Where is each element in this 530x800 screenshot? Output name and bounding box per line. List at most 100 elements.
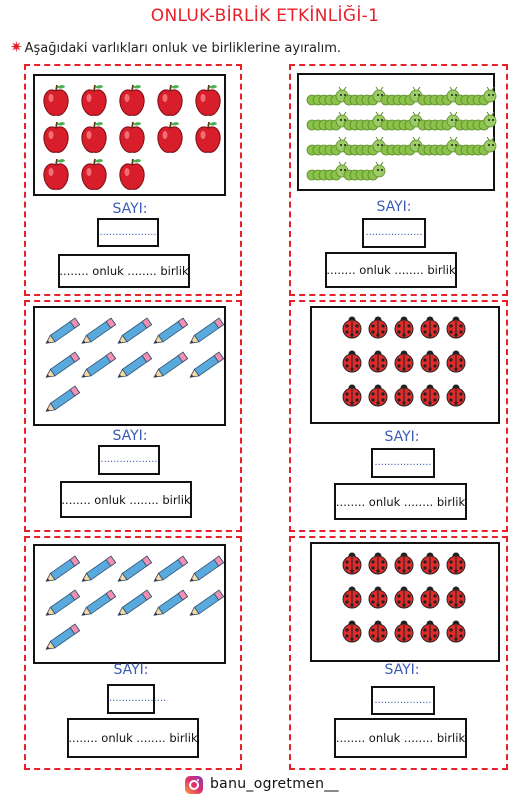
caterpillar-icon [417, 136, 460, 156]
answer-blank: .................. [100, 454, 158, 465]
ladybug-icon [394, 350, 414, 373]
pencil-icon [81, 589, 117, 616]
caterpillar-icon [417, 86, 460, 106]
pencil-icon [45, 555, 81, 582]
ladybug-icon [446, 586, 466, 609]
apple-icon [119, 121, 145, 153]
ladybug-icon [368, 384, 388, 407]
caterpillar-icon [380, 136, 423, 156]
ladybug-icon [368, 552, 388, 575]
pencil-icon [153, 351, 189, 378]
onluk-birlik-box[interactable]: ........ onluk ........ birlik [334, 483, 467, 520]
caterpillar-icon [343, 111, 386, 131]
ladybug-icon [394, 620, 414, 643]
pencil-icon [117, 555, 153, 582]
onluk-birlik-box[interactable]: ........ onluk ........ birlik [60, 481, 192, 518]
answer-blank: .................. [374, 457, 432, 468]
onluk-birlik-box[interactable]: ........ onluk ........ birlik [58, 254, 190, 288]
sayi-label: SAYI: [113, 662, 149, 678]
instruction-text: Aşağıdaki varlıkları onluk ve birlikleri… [24, 41, 342, 56]
sayi-label: SAYI: [112, 201, 148, 217]
answer-blank: .................. [99, 227, 157, 238]
ladybug-icon [394, 384, 414, 407]
sayi-label: SAYI: [112, 428, 148, 444]
caterpillar-icon [454, 86, 497, 106]
apple-icon [157, 121, 183, 153]
answer-box[interactable]: .................. [371, 686, 435, 715]
answer-box[interactable]: .................. [97, 218, 159, 247]
apple-icon [195, 121, 221, 153]
pencil-icon [189, 351, 225, 378]
ladybug-icon [342, 586, 362, 609]
instagram-icon [185, 776, 203, 794]
ladybug-icon [420, 552, 440, 575]
pencil-icon [189, 589, 225, 616]
picture-pencils [33, 306, 226, 426]
answer-blank: .................. [109, 693, 167, 704]
picture-ladybugs [310, 306, 500, 424]
apple-icon [43, 158, 69, 190]
ladybug-icon [394, 552, 414, 575]
apple-icon [81, 84, 107, 116]
onluk-birlik-text: ........ onluk ........ birlik [335, 494, 466, 509]
card-caterpillars [289, 64, 508, 296]
pencil-icon [45, 589, 81, 616]
picture-pencils [33, 544, 226, 664]
pencil-icon [45, 385, 81, 412]
ladybug-icon [342, 350, 362, 373]
onluk-birlik-text: ........ onluk ........ birlik [326, 263, 456, 277]
pencil-icon [117, 351, 153, 378]
onluk-birlik-text: ........ onluk ........ birlik [59, 264, 189, 278]
caterpillar-icon [306, 86, 349, 106]
caterpillar-icon [380, 111, 423, 131]
pencil-icon [153, 589, 189, 616]
caterpillar-icon [454, 111, 497, 131]
onluk-birlik-box[interactable]: ........ onluk ........ birlik [67, 718, 199, 758]
ladybug-icon [446, 316, 466, 339]
instagram-handle: banu_ogretmen__ [210, 776, 339, 792]
ladybug-icon [446, 620, 466, 643]
pencil-icon [45, 623, 81, 650]
ladybugs-group [342, 316, 466, 407]
ladybug-icon [342, 384, 362, 407]
pencil-icon [153, 317, 189, 344]
caterpillar-icon [306, 111, 349, 131]
caterpillar-icon [306, 161, 349, 181]
caterpillar-icon [343, 136, 386, 156]
apple-icon [81, 121, 107, 153]
pencil-icon [81, 555, 117, 582]
caterpillars-group [306, 86, 497, 181]
apple-icon [43, 84, 69, 116]
sayi-label: SAYI: [376, 199, 412, 215]
pencils-group [45, 317, 225, 412]
picture-caterpillars [297, 73, 497, 191]
caterpillar-icon [343, 86, 386, 106]
pencil-icon [45, 351, 81, 378]
onluk-birlik-box[interactable]: ........ onluk ........ birlik [325, 252, 457, 288]
ladybug-icon [420, 316, 440, 339]
answer-blank: .................. [374, 695, 432, 706]
card-apples [24, 64, 242, 296]
ladybug-icon [342, 316, 362, 339]
onluk-birlik-box[interactable]: ........ onluk ........ birlik [334, 718, 467, 758]
pencil-icon [45, 317, 81, 344]
pencil-icon [153, 555, 189, 582]
caterpillar-icon [380, 86, 423, 106]
ladybug-icon [342, 620, 362, 643]
card-ladybugs-1 [289, 300, 508, 532]
answer-box[interactable]: .................. [107, 684, 166, 714]
pencil-icon [81, 317, 117, 344]
sayi-label: SAYI: [384, 429, 420, 445]
answer-box[interactable]: .................. [98, 445, 160, 475]
caterpillar-icon [343, 161, 386, 181]
answer-box[interactable]: .................. [371, 448, 435, 478]
caterpillar-icon [306, 136, 349, 156]
pencil-icon [81, 351, 117, 378]
apple-icon [43, 121, 69, 153]
star-icon: ✷ [10, 38, 23, 56]
apple-icon [81, 158, 107, 190]
ladybug-icon [420, 620, 440, 643]
answer-box[interactable]: .................. [362, 218, 426, 248]
pencil-icon [117, 589, 153, 616]
onluk-birlik-text: ........ onluk ........ birlik [335, 731, 466, 745]
